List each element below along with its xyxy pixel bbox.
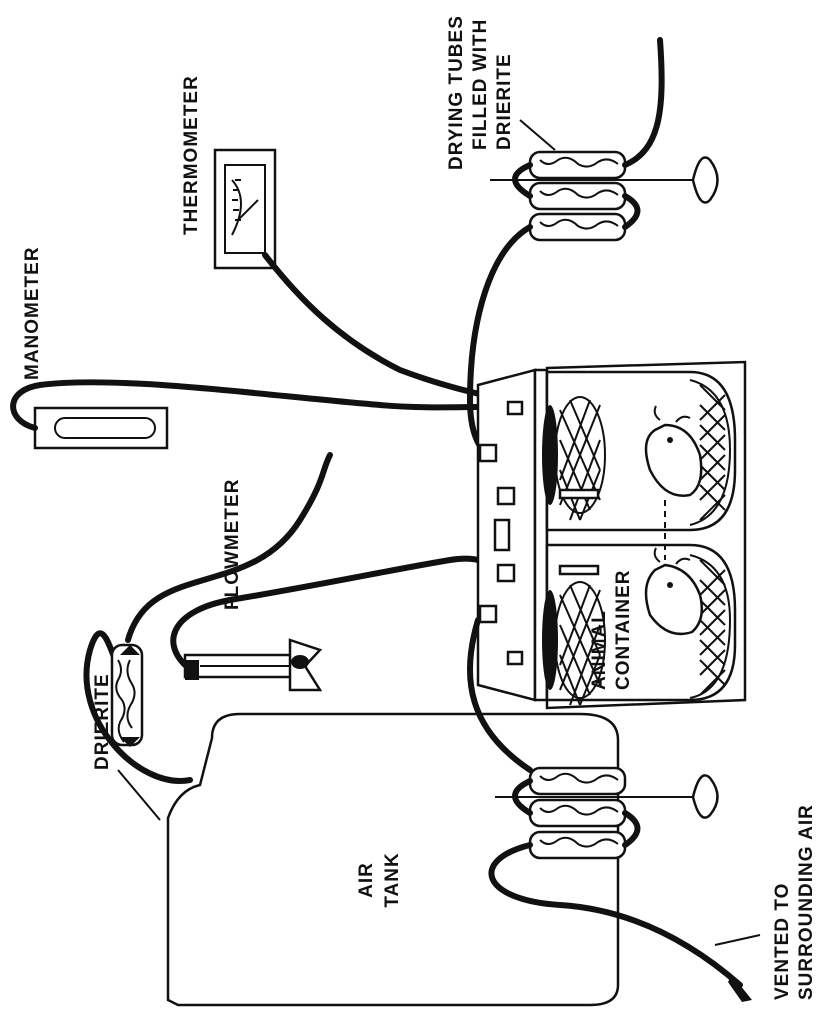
animal-container-label-line1: ANIMAL	[589, 610, 610, 690]
drying-tubes-label-line3: DRIERITE	[494, 53, 515, 150]
drierite-label: DRIERITE	[92, 673, 113, 770]
air-tank: AIR TANK	[168, 714, 618, 1005]
vented-pointer	[715, 935, 760, 945]
flowmeter: FLOWMETER	[185, 479, 320, 690]
drying-tubes-label-line2: FILLED WITH	[470, 19, 491, 150]
flowmeter-label: FLOWMETER	[222, 479, 243, 610]
manometer: MANOMETER	[22, 246, 167, 448]
drying-tubes-top: DRYING TUBES FILLED WITH DRIERITE	[446, 15, 718, 240]
air-tank-label-line1: AIR	[356, 862, 377, 898]
manometer-label: MANOMETER	[22, 246, 43, 380]
air-tank-label-line2: TANK	[382, 852, 403, 907]
vented-label-line2: SURROUNDING AIR	[796, 804, 816, 1000]
thermometer-label: THERMOMETER	[181, 75, 202, 235]
vent-nozzle	[728, 975, 752, 1002]
animal-container-label-line2: CONTAINER	[613, 569, 634, 690]
thermometer: THERMOMETER	[181, 75, 275, 268]
animal-container: ANIMAL CONTAINER	[478, 362, 745, 708]
vented-label-line1: VENTED TO	[772, 883, 793, 1000]
drying-tubes-label-line1: DRYING TUBES	[446, 15, 467, 170]
drierite-tube: DRIERITE	[92, 645, 160, 820]
